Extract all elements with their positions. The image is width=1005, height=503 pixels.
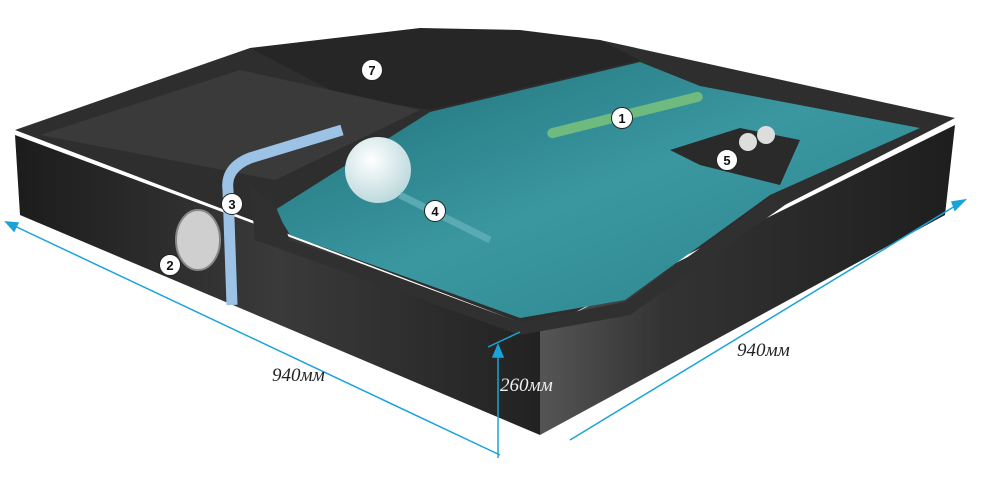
dimension-tick-height: [487, 331, 521, 348]
callout-5: 5: [716, 149, 738, 171]
dimension-height: 260мм: [500, 375, 553, 396]
dimension-line-right: [569, 199, 966, 441]
dimension-length-right: 940мм: [737, 340, 790, 361]
fitting: [757, 126, 775, 144]
float-arm: [398, 191, 492, 244]
front-rim-inner: [250, 185, 785, 335]
level-gauge: [175, 209, 221, 271]
overflow-pipe: [222, 124, 344, 306]
fitting: [739, 133, 757, 151]
callout-7: 7: [361, 59, 383, 81]
callout-2: 2: [159, 254, 181, 276]
water-surface: [275, 62, 920, 318]
callout-3: 3: [221, 193, 243, 215]
tank-side-left: [15, 135, 540, 435]
tank-lid-ramp: [40, 70, 420, 180]
dimension-line-left: [5, 221, 501, 456]
arrow-head: [491, 343, 505, 358]
tank-side-right: [540, 125, 955, 435]
arrow-head: [4, 221, 20, 233]
arrow-head: [950, 198, 968, 212]
callout-1: 1: [611, 107, 633, 129]
tank-back-block: [250, 28, 640, 110]
callout-4: 4: [424, 200, 446, 222]
float-ball: [345, 137, 411, 203]
dimension-length-left: 940мм: [272, 365, 325, 386]
